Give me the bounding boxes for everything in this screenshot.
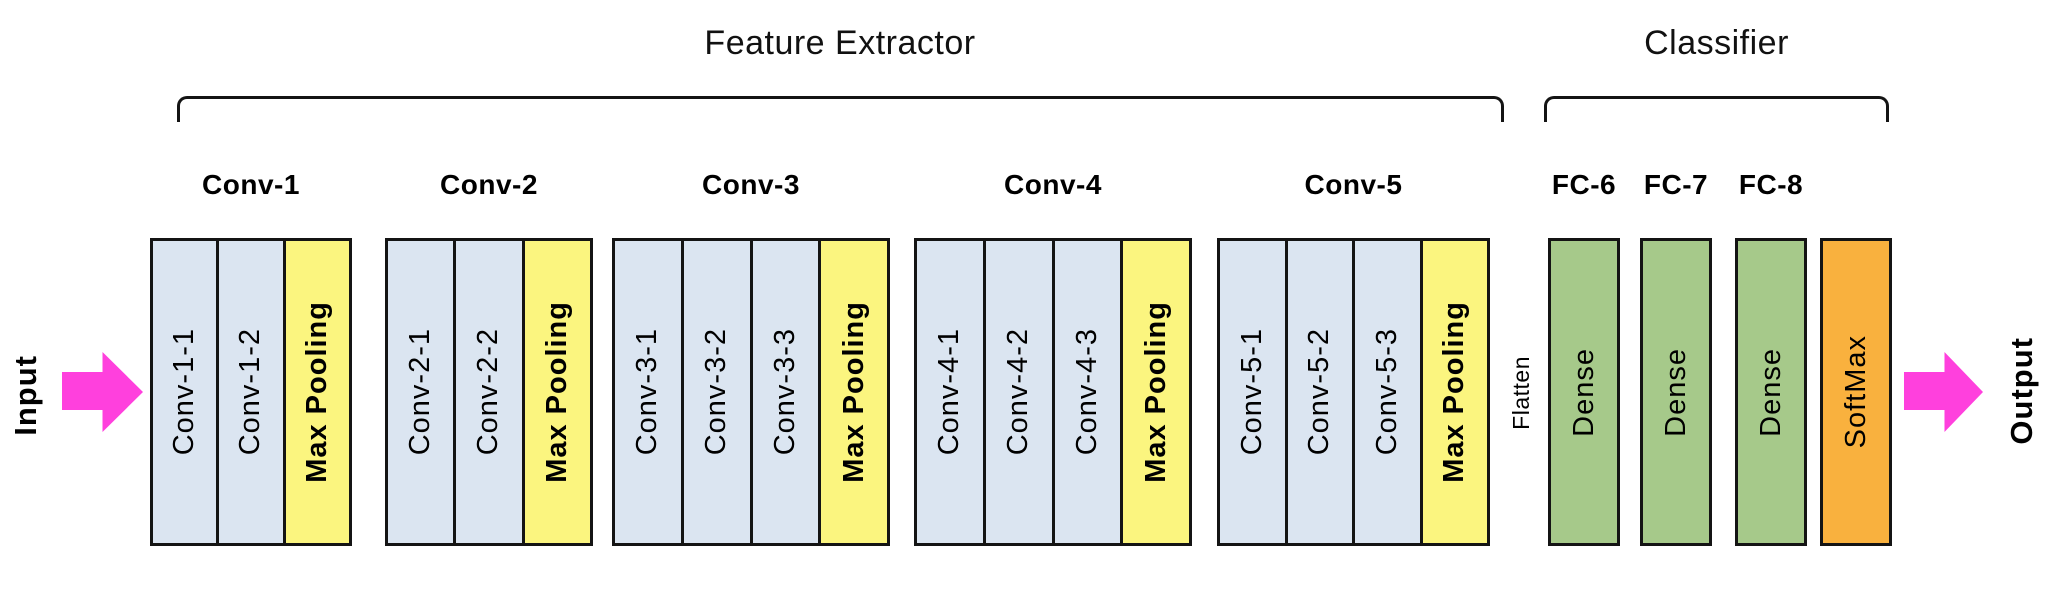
layer-cell-conv-5-2: Conv-5-2 (1284, 238, 1355, 546)
pooling-cell-label: Max Pooling (837, 301, 870, 483)
pooling-cell-label: Max Pooling (540, 301, 573, 483)
fc-header-fc-6: FC-6 (1551, 169, 1617, 200)
layer-cell-label: Conv-4-1 (933, 328, 966, 456)
group-header-conv-3: Conv-3 (702, 169, 800, 200)
group-header-conv-2: Conv-2 (440, 169, 538, 200)
layer-cell-conv-1-1: Conv-1-1 (150, 238, 220, 546)
layer-cell-conv-3-2: Conv-3-2 (680, 238, 753, 546)
layer-cell-label: Conv-5-3 (1370, 328, 1403, 456)
layer-cell-label: Conv-3-3 (768, 328, 801, 456)
dense-cell-label: Dense (1754, 347, 1787, 437)
fc-header-fc-7: FC-7 (1643, 169, 1709, 200)
classifier-brace (1544, 96, 1889, 122)
conv-block-conv-1: Conv-1-1 Conv-1-2 Max Pooling (150, 238, 352, 546)
layer-cell-label: Conv-5-2 (1303, 328, 1336, 456)
conv-block-conv-3: Conv-3-1 Conv-3-2 Conv-3-3 Max Pooling (612, 238, 890, 546)
fc-block-fc-6: Dense (1548, 238, 1620, 546)
layer-cell-label: Conv-2-2 (472, 328, 505, 456)
pooling-cell-conv-5: Max Pooling (1419, 238, 1490, 546)
softmax-cell-label: SoftMax (1839, 335, 1872, 449)
dense-cell-fc-7: Dense (1640, 238, 1712, 546)
layer-cell-label: Conv-5-1 (1235, 328, 1268, 456)
layer-cell-conv-2-2: Conv-2-2 (453, 238, 525, 546)
layer-cell-conv-2-1: Conv-2-1 (385, 238, 457, 546)
dense-cell-fc-6: Dense (1548, 238, 1620, 546)
pooling-cell-conv-3: Max Pooling (818, 238, 890, 546)
flatten-label: Flatten (1507, 356, 1534, 430)
input-label: Input (8, 355, 43, 436)
layer-cell-conv-4-3: Conv-4-3 (1051, 238, 1124, 546)
conv-block-conv-4: Conv-4-1 Conv-4-2 Conv-4-3 Max Pooling (914, 238, 1192, 546)
fc-block-fc-7: Dense (1640, 238, 1712, 546)
dense-cell-label: Dense (1567, 347, 1600, 437)
pooling-cell-conv-4: Max Pooling (1120, 238, 1192, 546)
feature-extractor-brace (177, 96, 1504, 122)
layer-cell-label: Conv-1-1 (168, 328, 201, 456)
softmax-block: SoftMax (1820, 238, 1892, 546)
layer-cell-label: Conv-1-2 (234, 328, 267, 456)
output-label: Output (2004, 336, 2039, 445)
feature-extractor-title: Feature Extractor (704, 23, 976, 62)
pooling-cell-label: Max Pooling (1139, 301, 1172, 483)
fc-header-fc-8: FC-8 (1738, 169, 1804, 200)
softmax-cell: SoftMax (1820, 238, 1892, 546)
classifier-title: Classifier (1644, 23, 1789, 62)
layer-cell-label: Conv-3-1 (631, 328, 664, 456)
layer-cell-conv-4-2: Conv-4-2 (982, 238, 1055, 546)
layer-cell-label: Conv-4-2 (1002, 328, 1035, 456)
fc-block-fc-8: Dense (1735, 238, 1807, 546)
output-arrow-icon (1904, 352, 1983, 432)
layer-cell-conv-3-1: Conv-3-1 (612, 238, 684, 546)
group-header-conv-1: Conv-1 (202, 169, 300, 200)
layer-cell-conv-1-2: Conv-1-2 (216, 238, 286, 546)
group-header-conv-5: Conv-5 (1304, 169, 1403, 200)
layer-cell-conv-5-3: Conv-5-3 (1352, 238, 1423, 546)
layer-cell-conv-3-3: Conv-3-3 (749, 238, 822, 546)
pooling-cell-label: Max Pooling (300, 301, 333, 483)
dense-cell-label: Dense (1659, 347, 1692, 437)
layer-cell-conv-4-1: Conv-4-1 (914, 238, 986, 546)
layer-cell-label: Conv-2-1 (404, 328, 437, 456)
layer-cell-label: Conv-4-3 (1070, 328, 1103, 456)
layer-cell-label: Conv-3-2 (700, 328, 733, 456)
conv-block-conv-2: Conv-2-1 Conv-2-2 Max Pooling (385, 238, 593, 546)
input-arrow-icon (62, 352, 143, 432)
group-header-conv-4: Conv-4 (1004, 169, 1102, 200)
conv-block-conv-5: Conv-5-1 Conv-5-2 Conv-5-3 Max Pooling (1217, 238, 1490, 546)
pooling-cell-conv-1: Max Pooling (282, 238, 352, 546)
pooling-cell-label: Max Pooling (1438, 301, 1471, 483)
layer-cell-conv-5-1: Conv-5-1 (1217, 238, 1288, 546)
dense-cell-fc-8: Dense (1735, 238, 1807, 546)
pooling-cell-conv-2: Max Pooling (521, 238, 593, 546)
